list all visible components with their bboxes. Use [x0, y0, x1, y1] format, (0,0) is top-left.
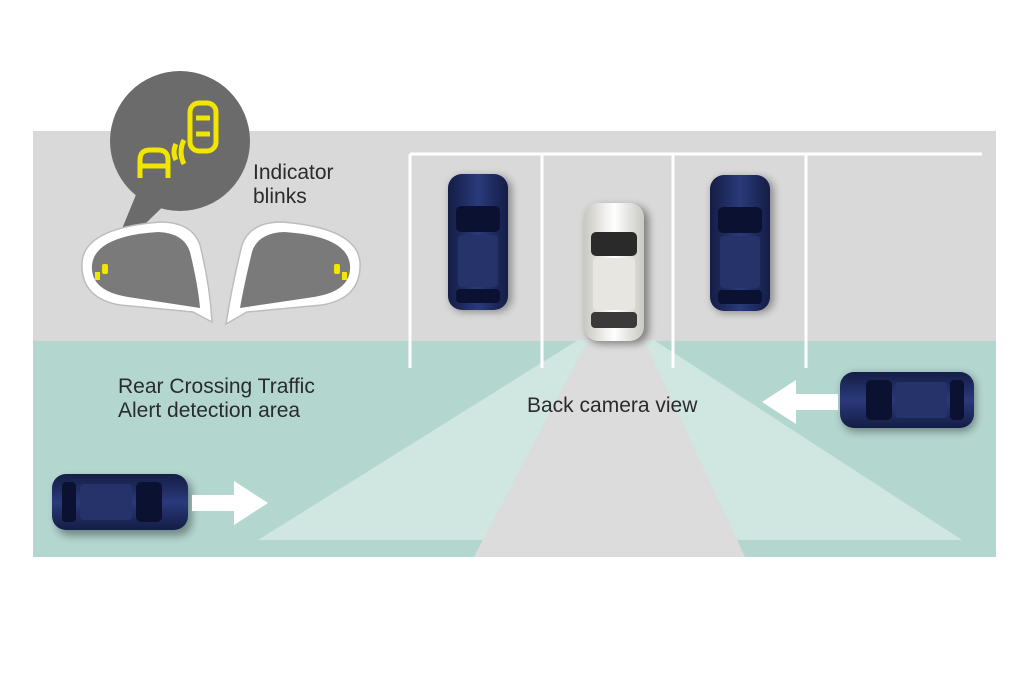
right-mirror-indicator-icon [334, 264, 347, 280]
approaching-car-right [840, 372, 976, 432]
indicator-label-line1: Indicator [253, 161, 334, 184]
left-mirror [81, 221, 213, 324]
back-camera-label-text: Back camera view [527, 394, 698, 417]
camera-center-zone [474, 340, 745, 557]
reversing-car [584, 203, 649, 344]
approaching-car-left [52, 474, 192, 536]
right-mirror [225, 221, 361, 326]
parked-car-right [710, 175, 774, 313]
indicator-label: Indicator blinks [253, 161, 334, 209]
parked-car-left [448, 174, 512, 312]
rcta-label-line1: Rear Crossing Traffic [118, 375, 315, 398]
parking-lines [408, 152, 982, 368]
rcta-label: Rear Crossing Traffic Alert detection ar… [118, 375, 315, 423]
right-arrow-icon [762, 380, 838, 424]
blind-spot-indicator-icon [137, 100, 219, 178]
left-arrow-icon [192, 481, 268, 525]
left-mirror-indicator-icon [95, 264, 108, 280]
back-camera-label: Back camera view [527, 394, 697, 418]
rcta-label-line2: Alert detection area [118, 399, 301, 422]
indicator-label-line2: blinks [253, 185, 307, 208]
